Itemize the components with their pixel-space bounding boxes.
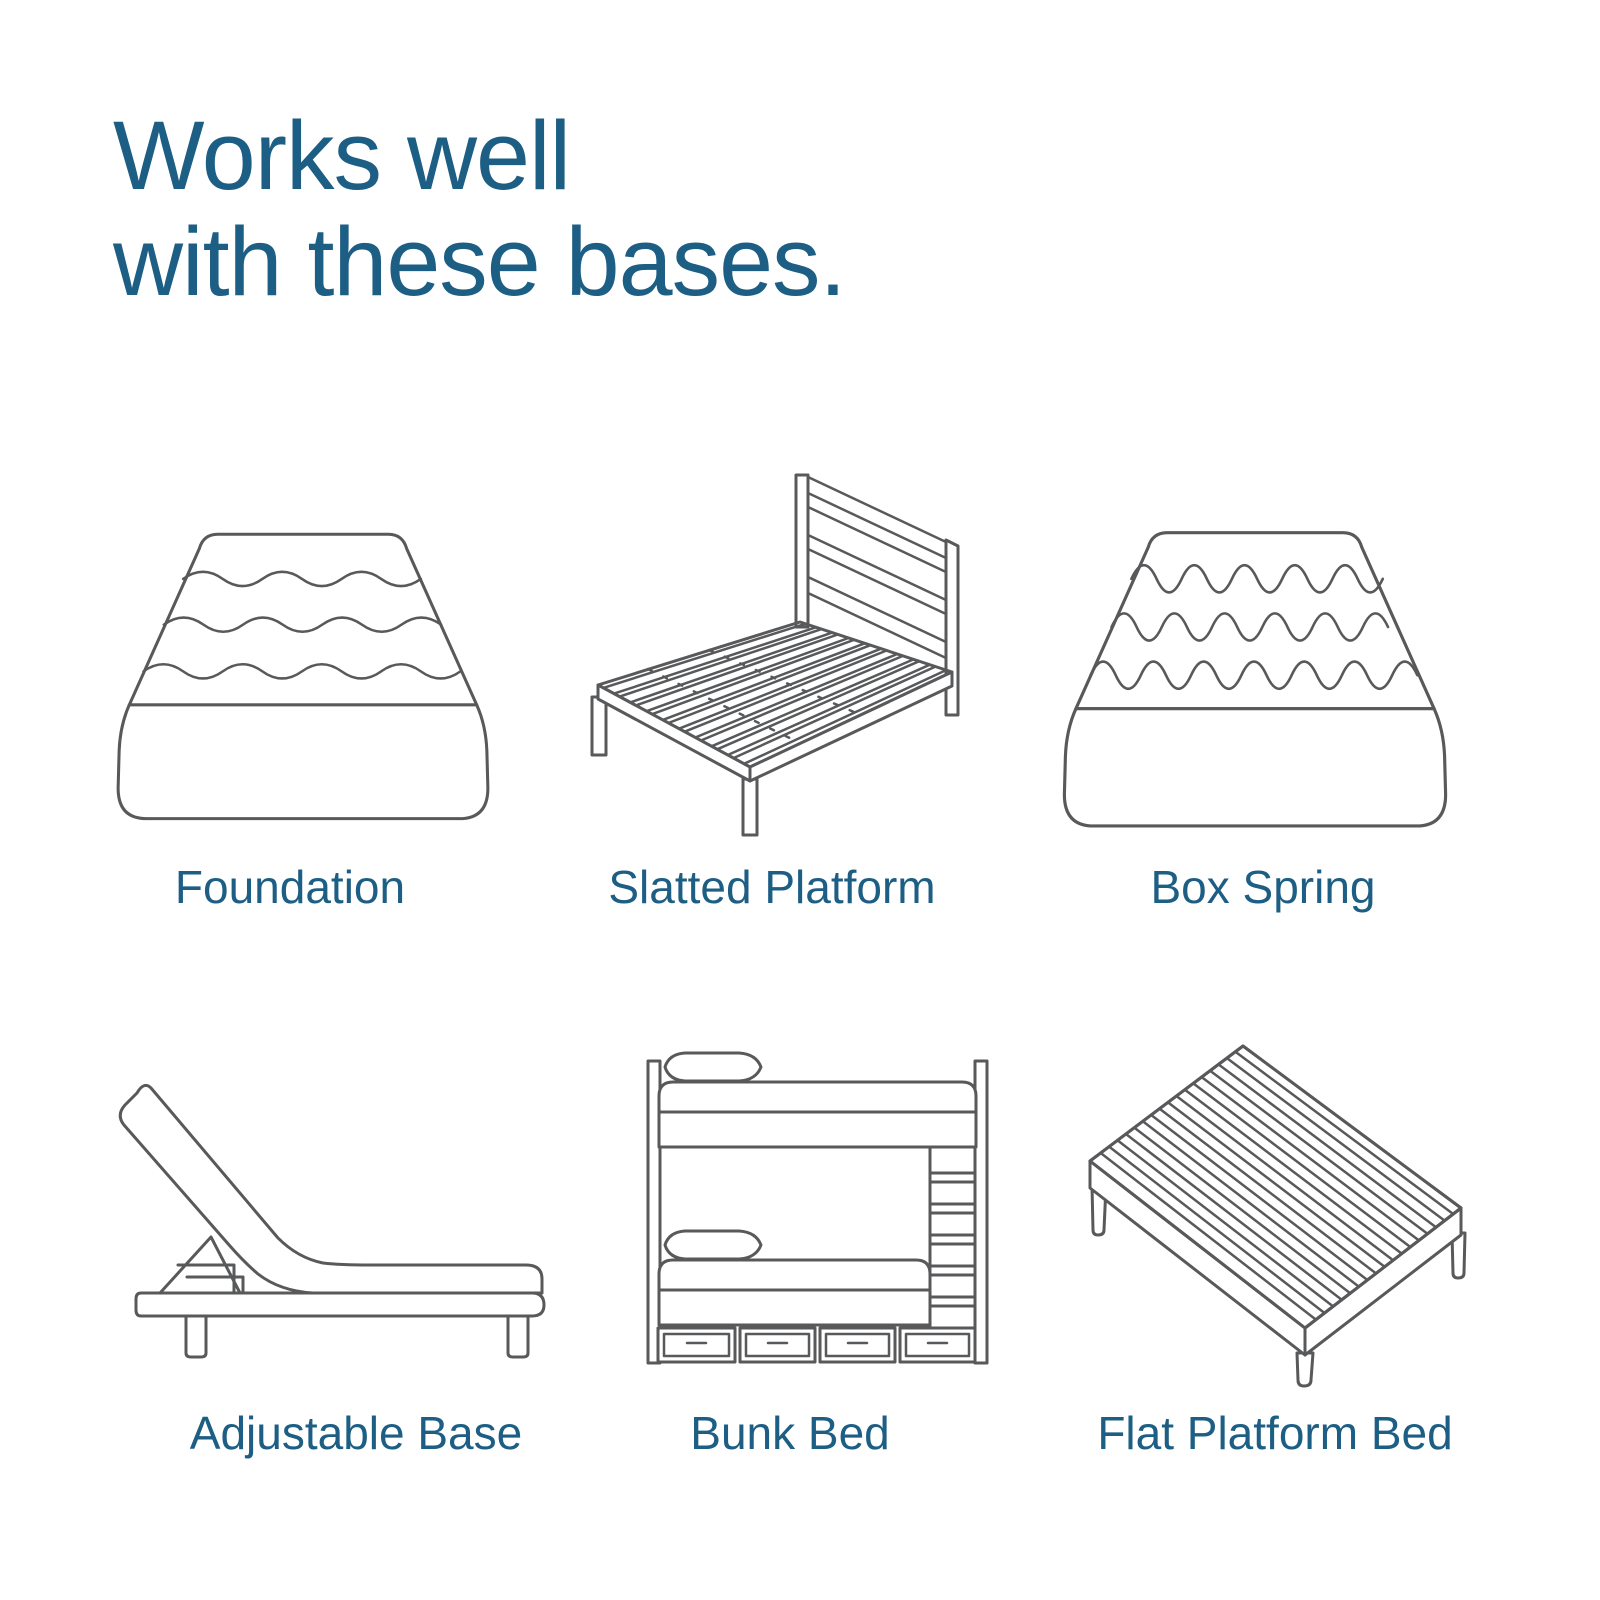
slatted-platform-label: Slatted Platform (608, 861, 936, 913)
adjustable-base-icon (118, 1083, 546, 1359)
adjustable-base-label: Adjustable Base (189, 1407, 523, 1459)
flat-platform-bed-label: Flat Platform Bed (1097, 1407, 1453, 1459)
title-line-2: with these bases. (113, 206, 846, 316)
box-spring-icon (1062, 531, 1448, 828)
flat-platform-bed-icon (1088, 1044, 1467, 1388)
title-line-1: Works well (113, 101, 571, 210)
page-title: Works well with these bases. (113, 101, 846, 316)
slatted-platform-icon (590, 473, 960, 837)
bunk-bed-label: Bunk Bed (690, 1407, 890, 1459)
box-spring-label: Box Spring (1150, 861, 1376, 913)
foundation-icon (116, 532, 490, 821)
foundation-label: Foundation (174, 861, 406, 913)
bunk-bed-icon (646, 1051, 989, 1365)
